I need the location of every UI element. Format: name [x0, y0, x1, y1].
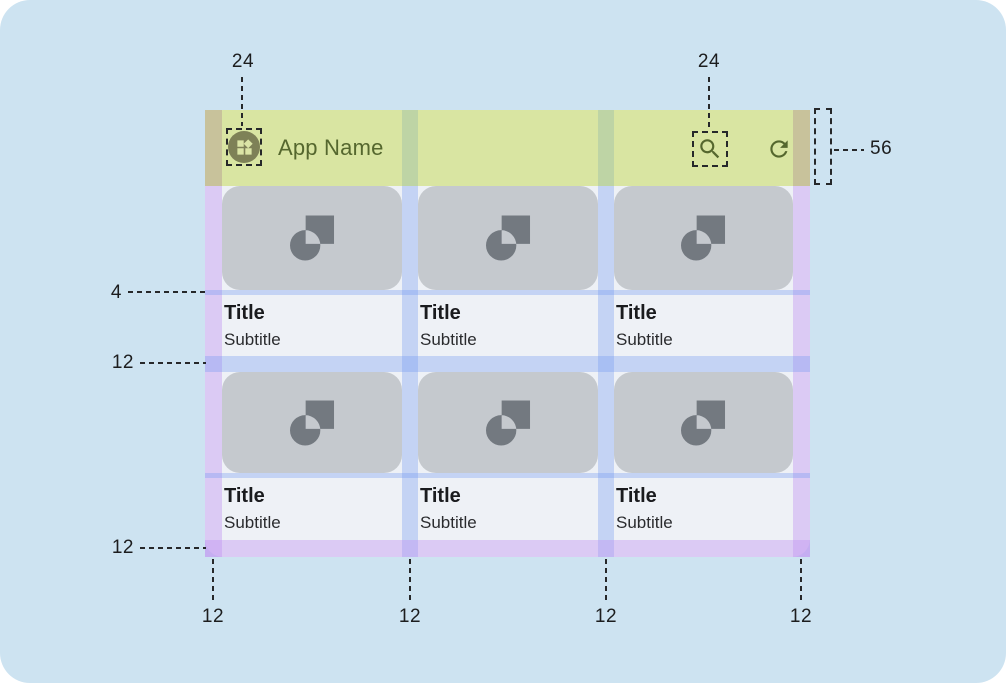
card-title: Title [616, 302, 657, 324]
search-icon[interactable] [697, 136, 723, 162]
measure-line [605, 559, 607, 603]
card[interactable]: Title Subtitle [222, 186, 402, 356]
measure-label-left-margin: 12 [201, 606, 225, 627]
card-subtitle: Subtitle [420, 330, 477, 349]
card-text-block: Title Subtitle [222, 478, 402, 540]
card-title: Title [224, 302, 265, 324]
card-text-block: Title Subtitle [418, 478, 598, 540]
card-media [614, 186, 793, 290]
measure-line [140, 547, 206, 549]
card-media [222, 372, 402, 473]
measure-line [241, 77, 243, 126]
measure-label-right-margin: 12 [789, 606, 813, 627]
card-subtitle: Subtitle [616, 513, 673, 532]
measure-line [128, 291, 206, 293]
appbar-title: App Name [278, 135, 384, 160]
measure-label-appbar-height: 56 [870, 138, 893, 159]
shapes-placeholder-icon [681, 400, 726, 445]
card-media [418, 372, 598, 473]
card-text-block: Title Subtitle [614, 295, 793, 356]
refresh-button[interactable] [765, 135, 793, 163]
top-app-bar: App Name [205, 110, 810, 186]
measure-line [409, 559, 411, 603]
card-text-block: Title Subtitle [418, 295, 598, 356]
card-title: Title [224, 485, 265, 507]
shapes-placeholder-icon [289, 215, 334, 261]
app-mockup: App Name [205, 110, 810, 557]
refresh-icon [770, 140, 788, 158]
card[interactable]: Title Subtitle [222, 372, 402, 540]
card[interactable]: Title Subtitle [614, 186, 793, 356]
card-title: Title [420, 302, 461, 324]
measure-label-column-gutter-2: 12 [594, 606, 618, 627]
card[interactable]: Title Subtitle [614, 372, 793, 540]
shapes-placeholder-icon [681, 215, 726, 261]
card-text-block: Title Subtitle [614, 478, 793, 540]
measure-line [212, 559, 214, 603]
card-media [418, 186, 598, 290]
shapes-placeholder-icon [485, 215, 530, 261]
card-title: Title [616, 485, 657, 507]
card-text-block: Title Subtitle [222, 295, 402, 356]
card-subtitle: Subtitle [420, 513, 477, 532]
widgets-icon [236, 138, 253, 155]
card-grid: Title Subtitle Title Subtitle [205, 186, 810, 557]
card-subtitle: Subtitle [224, 330, 281, 349]
leading-icon-button[interactable] [228, 131, 260, 163]
card-subtitle: Subtitle [224, 513, 281, 532]
card-media [614, 372, 793, 473]
measure-label-row-gutter: 12 [111, 352, 134, 373]
measure-line [800, 559, 802, 603]
shapes-placeholder-icon [485, 400, 530, 445]
measure-label-media-text-gap: 4 [110, 282, 122, 303]
appbar-height-bracket [814, 108, 832, 185]
card-title: Title [420, 485, 461, 507]
measure-line [140, 362, 206, 364]
app-screen: App Name [205, 110, 810, 557]
measure-label-column-gutter-1: 12 [398, 606, 422, 627]
card-media [222, 186, 402, 290]
shapes-placeholder-icon [289, 400, 334, 445]
measure-line [834, 149, 864, 151]
measure-label-search-icon: 24 [697, 51, 721, 72]
measure-label-leading-icon: 24 [231, 51, 255, 72]
card[interactable]: Title Subtitle [418, 372, 598, 540]
leading-icon-bounds-indicator [226, 128, 262, 166]
measure-line [708, 77, 710, 129]
measure-label-bottom-margin: 12 [111, 537, 134, 558]
card[interactable]: Title Subtitle [418, 186, 598, 356]
search-icon-bounds-indicator [692, 131, 728, 167]
card-subtitle: Subtitle [616, 330, 673, 349]
